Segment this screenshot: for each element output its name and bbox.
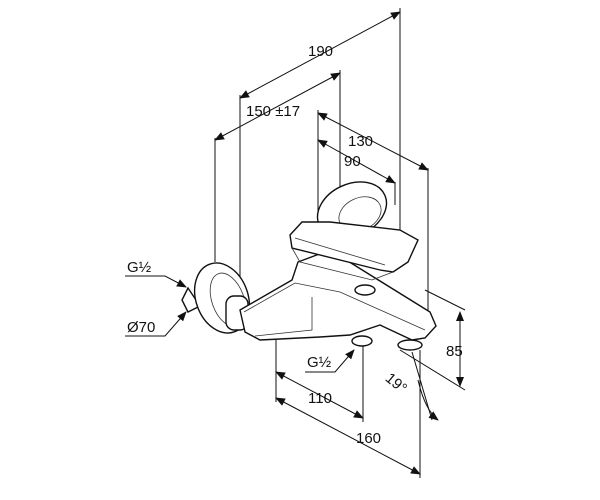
dim-160: 160 <box>356 430 381 447</box>
dimension-lines <box>125 11 464 475</box>
label-inlet-thread: G½ <box>127 259 152 276</box>
dim-150: 150 ±17 <box>246 103 300 120</box>
dim-190: 190 <box>308 43 333 60</box>
dim-85: 85 <box>446 343 463 360</box>
label-rosette-diameter: Ø70 <box>127 319 155 336</box>
dim-130: 130 <box>348 133 373 150</box>
dim-110: 110 <box>308 390 332 407</box>
dim-angle: 19° <box>382 370 410 398</box>
dim-90: 90 <box>344 153 361 170</box>
faucet-body <box>181 181 437 351</box>
label-outlet-thread: G½ <box>307 354 332 371</box>
